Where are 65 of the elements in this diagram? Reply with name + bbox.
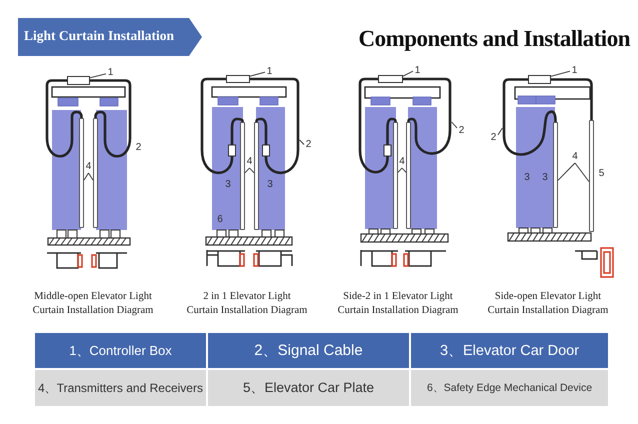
leader-line <box>451 122 458 128</box>
callout-number: 4 <box>398 155 406 168</box>
callout-number: 4 <box>84 160 93 173</box>
callout-number: 2 <box>457 124 466 137</box>
transmitter-strip <box>406 122 411 229</box>
signal-cable <box>200 78 244 174</box>
table-cell: 6、Safety Edge Mechanical Device <box>411 370 608 406</box>
callout-number: 2 <box>304 138 313 151</box>
signal-cable <box>551 78 593 120</box>
signal-cable <box>46 79 83 158</box>
title-banner <box>18 18 202 56</box>
transmitter-strip <box>240 122 245 230</box>
callout-number: 1 <box>265 65 274 78</box>
controller-box <box>226 75 250 83</box>
signal-cable <box>250 78 300 174</box>
leader-line <box>398 168 402 173</box>
diagram-caption: Middle-open Elevator Light Curtain Installation Diagram <box>32 290 154 318</box>
callout-number: 3 <box>541 172 549 184</box>
diagram-caption: Side-open Elevator Light Curtain Installation Diagram <box>486 290 610 318</box>
page-title: Components and Installation <box>357 26 630 53</box>
transmitter-strip <box>589 120 594 232</box>
diagram-caption: 2 in 1 Elevator Light Curtain Installation Diagram <box>186 290 308 318</box>
table-cell: 1、Controller Box <box>35 333 206 368</box>
callout-number: 1 <box>413 64 422 77</box>
transmitter-strip <box>79 118 84 228</box>
callout-number: 3 <box>523 172 531 184</box>
leader-line <box>574 162 590 182</box>
transmitter-strip <box>93 118 98 228</box>
callout-number: 1 <box>570 64 579 77</box>
controller-box <box>67 76 90 85</box>
leader-line <box>249 168 254 174</box>
signal-cable <box>90 79 132 158</box>
controller-box <box>528 75 551 84</box>
leader-line <box>402 70 414 77</box>
callout-number: 2 <box>134 141 142 154</box>
leader-line <box>558 162 576 181</box>
transmitter-strip <box>254 122 259 230</box>
leader-line <box>90 73 106 78</box>
callout-number: 6 <box>216 214 224 226</box>
diagram-caption: Side-2 in 1 Elevator Light Curtain Installation Diagram <box>336 290 460 318</box>
transmitter-strip <box>393 122 398 229</box>
leader-line <box>88 172 94 181</box>
leader-line <box>402 168 406 173</box>
leader-line <box>244 168 250 174</box>
transmitter-strip <box>553 122 558 228</box>
signal-cable <box>502 78 557 156</box>
banner-text: Light Curtain Installation <box>24 28 174 44</box>
callout-number: 2 <box>489 131 498 144</box>
callout-number: 3 <box>224 179 232 191</box>
signal-cable <box>403 78 452 155</box>
leader-line <box>498 128 503 136</box>
leader-line <box>299 140 304 145</box>
leader-line <box>550 70 570 77</box>
leader-line <box>84 172 89 181</box>
callout-number: 1 <box>106 66 115 79</box>
callout-number: 4 <box>245 155 254 168</box>
leader-line <box>250 72 266 77</box>
callout-number: 3 <box>266 179 274 191</box>
table-cell: 5、Elevator Car Plate <box>208 370 409 406</box>
table-cell: 3、Elevator Car Door <box>411 333 608 368</box>
table-cell: 4、Transmitters and Receivers <box>35 370 206 406</box>
table-cell: 2、Signal Cable <box>208 333 409 368</box>
callout-number: 4 <box>570 150 580 163</box>
controller-box <box>378 75 403 83</box>
callout-number: 5 <box>598 167 606 180</box>
